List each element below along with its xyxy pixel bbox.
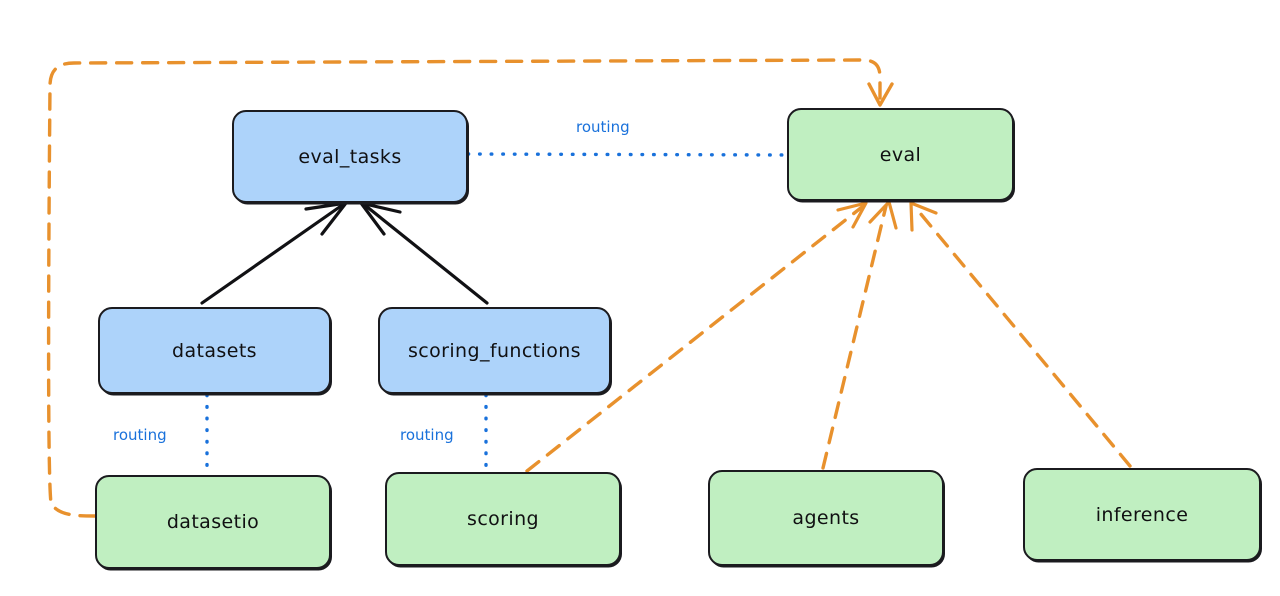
node-datasetio[interactable]: datasetio bbox=[95, 475, 331, 569]
node-agents[interactable]: agents bbox=[708, 470, 944, 566]
edge-agents-eval bbox=[821, 200, 898, 470]
node-scoring[interactable]: scoring bbox=[385, 472, 621, 566]
edge-datasets-eval_tasks bbox=[200, 201, 348, 305]
edge-label-routing-eval-tasks-eval: routing bbox=[576, 118, 630, 136]
node-label-datasetio: datasetio bbox=[166, 511, 260, 533]
edge-eval_tasks-eval bbox=[466, 152, 788, 157]
node-inference[interactable]: inference bbox=[1023, 468, 1261, 561]
edge-datasetio-eval bbox=[46, 58, 894, 518]
edge-scoring_functions-eval_tasks bbox=[359, 201, 489, 305]
node-label-eval-tasks: eval_tasks bbox=[298, 145, 402, 168]
node-eval-tasks[interactable]: eval_tasks bbox=[232, 110, 468, 203]
node-label-datasets: datasets bbox=[172, 339, 257, 362]
edge-inference-eval bbox=[909, 201, 1132, 468]
node-scoring-functions[interactable]: scoring_functions bbox=[378, 307, 611, 394]
node-label-scoring-functions: scoring_functions bbox=[408, 339, 581, 362]
node-label-eval: eval bbox=[879, 143, 922, 166]
node-label-agents: agents bbox=[792, 507, 860, 529]
node-label-scoring: scoring bbox=[467, 508, 539, 530]
node-eval[interactable]: eval bbox=[787, 108, 1014, 201]
edge-label-routing-datasets-datasetio: routing bbox=[113, 426, 167, 444]
node-datasets[interactable]: datasets bbox=[98, 307, 331, 394]
node-label-inference: inference bbox=[1095, 503, 1189, 526]
edge-scoring-eval bbox=[525, 201, 868, 473]
edge-label-routing-scoring-functions-scoring: routing bbox=[400, 426, 454, 444]
